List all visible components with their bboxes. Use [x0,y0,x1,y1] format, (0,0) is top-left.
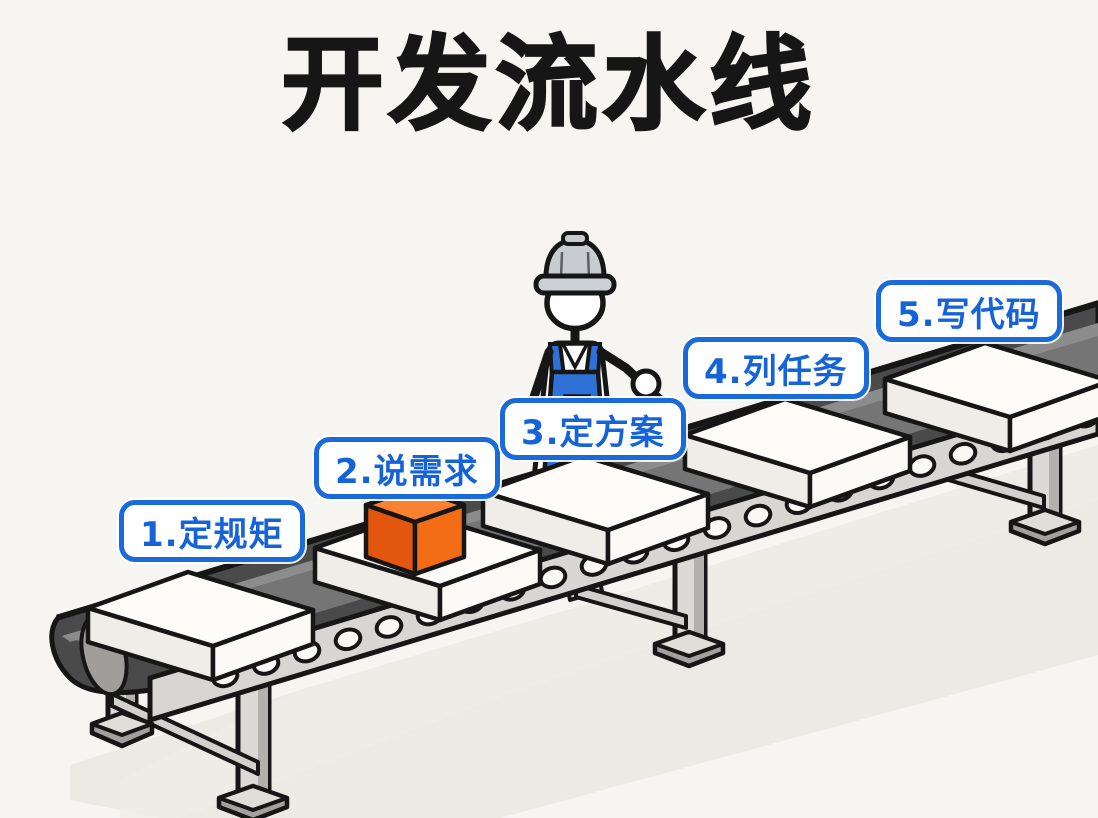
box-top-face [682,396,913,476]
box-top-face [882,340,1098,420]
conveyor-foot [652,629,726,669]
hard-hat-icon [533,231,617,296]
step-label-4: 4.列任务 [683,337,869,399]
page-title: 开发流水线 [280,25,817,146]
roller-hole [948,441,978,466]
step-label-1: 1.定规矩 [119,500,305,562]
step-label-5: 5.写代码 [876,280,1062,342]
step-label-2: 2.说需求 [314,437,500,499]
conveyor-box [85,569,316,683]
conveyor-box [682,396,913,510]
conveyor-box [882,340,1098,454]
roller-hole [374,615,404,639]
conveyor-foot [1008,507,1082,547]
conveyor-foot [89,710,155,749]
step-label-3: 3.定方案 [500,398,686,460]
worker-collar [560,342,590,371]
roller-hole [743,503,773,528]
roller-hole [702,516,732,540]
worker-hand [630,368,662,400]
roller-hole [333,627,363,652]
box-top-face [85,569,316,649]
floor-shadow-soft [120,445,1098,818]
conveyor-box [480,453,711,567]
requirement-cube [363,485,467,577]
conveyor-foot [216,783,290,818]
